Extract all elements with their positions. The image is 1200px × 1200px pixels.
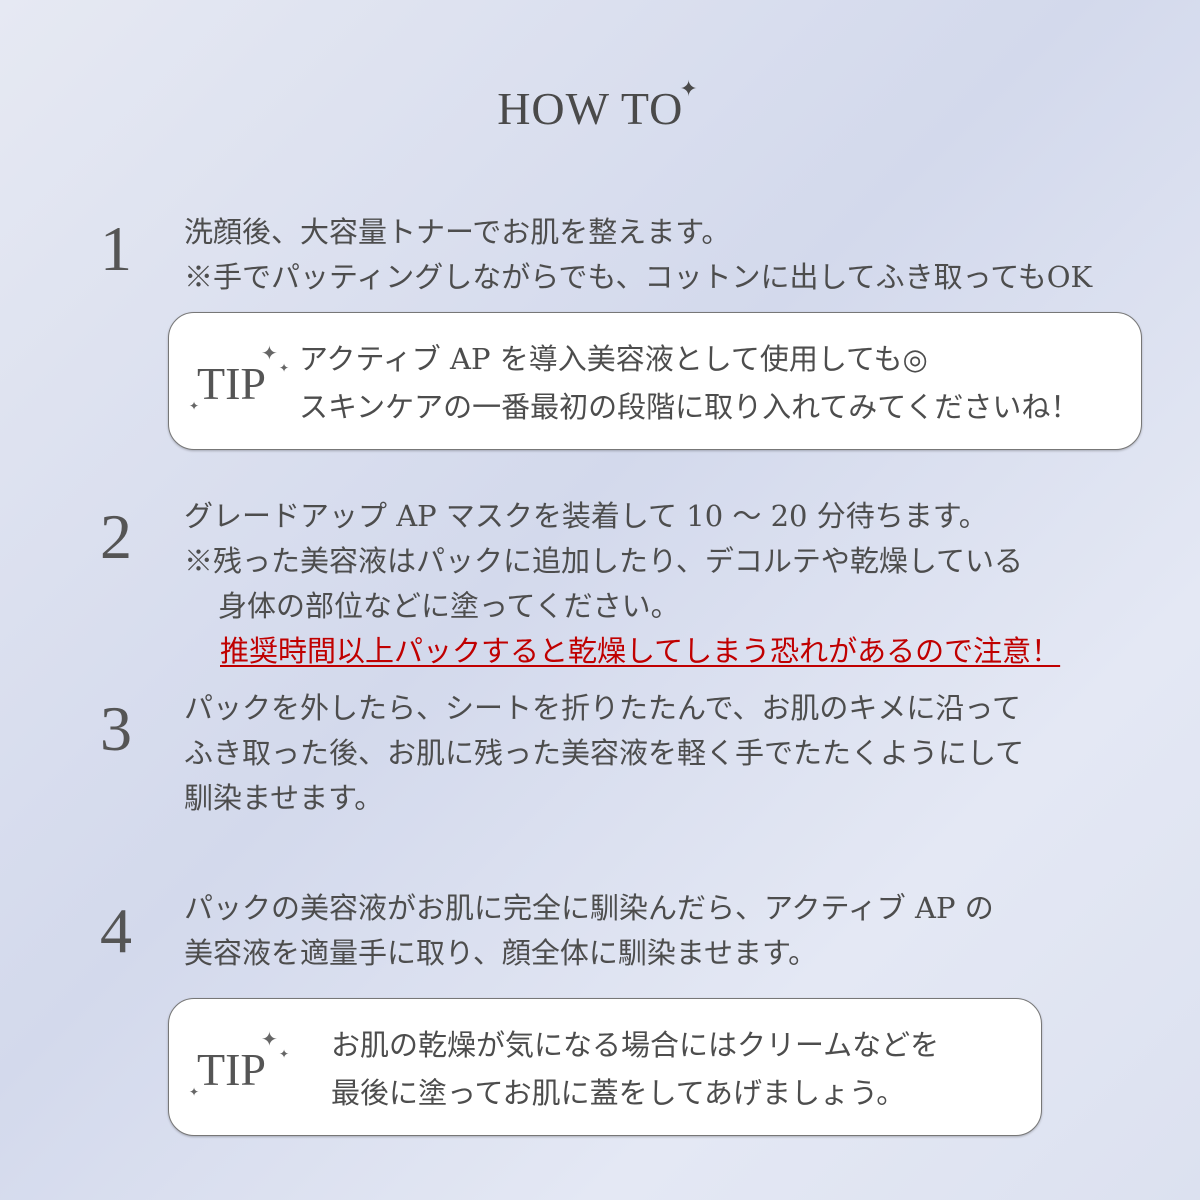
step-number: 1 — [100, 213, 132, 284]
tip-label: TIP — [197, 1044, 266, 1095]
step-1-text: 洗顔後、大容量トナーでお肌を整えます。 ※手でパッティングしながらでも、コットン… — [184, 215, 1093, 294]
step-number: 2 — [100, 501, 132, 572]
sparkle-icon: ✦ — [279, 1047, 290, 1061]
page-title: HOW TO✦ — [497, 76, 699, 134]
step-4-text: パックの美容液がお肌に完全に馴染んだら、アクティブ AP の 美容液を適量手に取… — [184, 891, 994, 970]
sparkle-icon: ✦ — [189, 1085, 200, 1099]
step-2-text: グレードアップ AP マスクを装着して 10 〜 20 分待ちます。 ※残った美… — [184, 494, 1060, 674]
sparkle-icon: ✦ — [261, 341, 278, 365]
sparkle-icon: ✦ — [279, 361, 290, 375]
step-3-text: パックを外したら、シートを折りたたんで、お肌のキメに沿って ふき取った後、お肌に… — [184, 691, 1025, 815]
step-number: 4 — [100, 895, 132, 966]
sparkle-icon: ✦ — [189, 399, 200, 413]
warning-text: 推奨時間以上パックすると乾燥してしまう恐れがあるので注意！ — [220, 634, 1061, 668]
sparkle-icon: ✦ — [261, 1027, 278, 1051]
tip-label: TIP — [197, 358, 266, 409]
step-number: 3 — [100, 693, 132, 764]
tip-box: TIP ✦ ✦ ✦ アクティブ AP を導入美容液として使用しても◎ スキンケア… — [168, 312, 1142, 450]
sparkle-icon: ✦ — [679, 76, 699, 101]
tip-box: TIP ✦ ✦ ✦ お肌の乾燥が気になる場合にはクリームなどを 最後に塗ってお肌… — [168, 998, 1042, 1136]
